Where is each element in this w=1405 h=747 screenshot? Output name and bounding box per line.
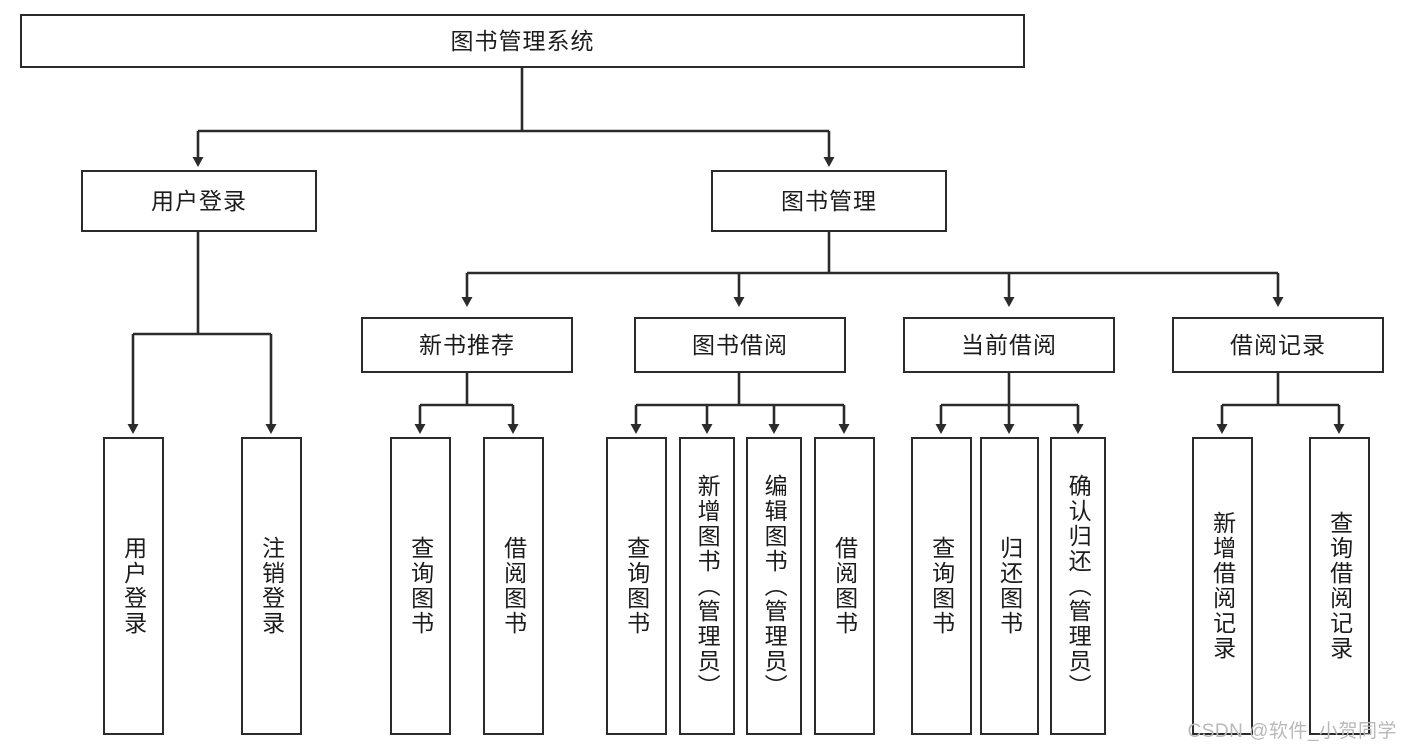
leaf-current-return-book[interactable]: 归还图书 [980, 437, 1039, 735]
node-label: 查询借阅记录 [1326, 511, 1353, 661]
leaf-recommend-query-book[interactable]: 查询图书 [390, 437, 451, 735]
leaf-user-login-logout[interactable]: 注销登录 [241, 437, 302, 735]
node-current-borrow[interactable]: 当前借阅 [903, 317, 1115, 373]
leaf-borrow-query-book[interactable]: 查询图书 [606, 437, 667, 735]
node-borrow-record[interactable]: 借阅记录 [1172, 317, 1384, 373]
leaf-borrow-add-book[interactable]: 新增图书（管理员） [679, 437, 735, 735]
node-label: 用户登录 [151, 187, 247, 214]
node-root[interactable]: 图书管理系统 [20, 14, 1025, 68]
watermark-text: CSDN @软件_小贺同学 [1187, 721, 1397, 742]
node-user-login[interactable]: 用户登录 [81, 170, 317, 232]
node-label: 查询图书 [928, 536, 955, 636]
node-label: 查询图书 [623, 536, 650, 636]
node-label: 借阅图书 [831, 536, 858, 636]
leaf-borrow-borrow-book[interactable]: 借阅图书 [814, 437, 875, 735]
leaf-recommend-borrow-book[interactable]: 借阅图书 [483, 437, 544, 735]
node-label: 图书管理系统 [450, 27, 595, 54]
node-label: 用户登录 [120, 536, 147, 636]
node-label: 归还图书 [996, 536, 1023, 636]
leaf-user-login-login[interactable]: 用户登录 [103, 437, 164, 735]
node-label: 新书推荐 [419, 331, 515, 358]
leaf-current-query-book[interactable]: 查询图书 [911, 437, 972, 735]
node-book-borrow[interactable]: 图书借阅 [634, 317, 846, 373]
node-label: 新增借阅记录 [1209, 511, 1236, 661]
node-label: 新增图书（管理员） [694, 473, 721, 699]
leaf-current-confirm-return[interactable]: 确认归还（管理员） [1050, 437, 1106, 735]
node-label: 注销登录 [258, 536, 285, 636]
node-label: 借阅图书 [500, 536, 527, 636]
node-new-book-recommend[interactable]: 新书推荐 [361, 317, 573, 373]
node-book-management[interactable]: 图书管理 [711, 170, 947, 232]
node-label: 图书管理 [781, 187, 877, 214]
node-label: 借阅记录 [1230, 331, 1326, 358]
leaf-record-query-record[interactable]: 查询借阅记录 [1309, 437, 1370, 735]
node-label: 图书借阅 [692, 331, 788, 358]
node-label: 查询图书 [407, 536, 434, 636]
leaf-borrow-edit-book[interactable]: 编辑图书（管理员） [746, 437, 802, 735]
node-label: 编辑图书（管理员） [761, 473, 788, 699]
leaf-record-add-record[interactable]: 新增借阅记录 [1192, 437, 1253, 735]
node-label: 当前借阅 [961, 331, 1057, 358]
node-label: 确认归还（管理员） [1065, 473, 1092, 699]
